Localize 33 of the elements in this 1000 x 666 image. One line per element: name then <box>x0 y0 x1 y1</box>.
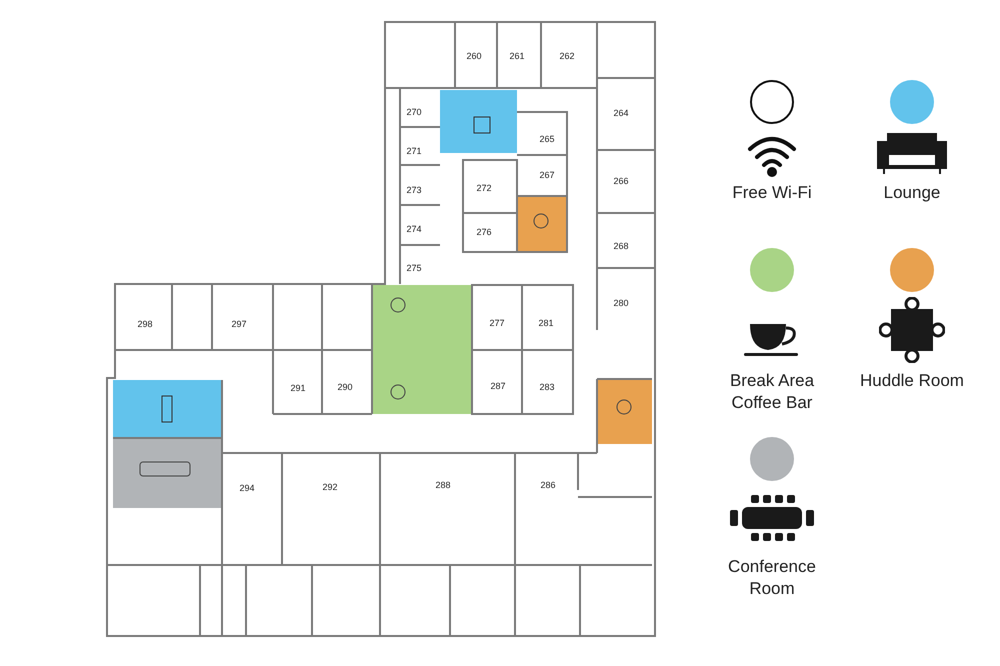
room-number: 294 <box>239 483 255 493</box>
room-number: 287 <box>490 381 506 391</box>
room-number: 272 <box>476 183 492 193</box>
room-number: 265 <box>539 134 555 144</box>
room-number: 260 <box>466 51 482 61</box>
room-number: 268 <box>613 241 629 251</box>
legend-label: Conference Room <box>727 556 817 600</box>
room-number: 292 <box>322 482 338 492</box>
room-number: 275 <box>406 263 422 273</box>
room-number: 291 <box>290 383 306 393</box>
room-number: 290 <box>337 382 353 392</box>
room-number: 283 <box>539 382 555 392</box>
room-number: 298 <box>137 319 153 329</box>
room-number: 297 <box>231 319 247 329</box>
room-number: 276 <box>476 227 492 237</box>
room-number: 266 <box>613 176 629 186</box>
room-number: 277 <box>489 318 505 328</box>
room-number: 271 <box>406 146 422 156</box>
room-number: 264 <box>613 108 629 118</box>
legend-label: Huddle Room <box>859 370 965 392</box>
legend-label: Lounge <box>882 182 942 204</box>
room-number: 274 <box>406 224 422 234</box>
room-number: 267 <box>539 170 555 180</box>
room-number: 261 <box>509 51 525 61</box>
room-number: 280 <box>613 298 629 308</box>
room-number: 288 <box>435 480 451 490</box>
legend-label: Free Wi-Fi <box>731 182 813 204</box>
legend-label: Break Area Coffee Bar <box>728 370 816 414</box>
room-number: 262 <box>559 51 575 61</box>
room-number: 270 <box>406 107 422 117</box>
room-number: 273 <box>406 185 422 195</box>
room-number: 281 <box>538 318 554 328</box>
room-number: 286 <box>540 480 556 490</box>
